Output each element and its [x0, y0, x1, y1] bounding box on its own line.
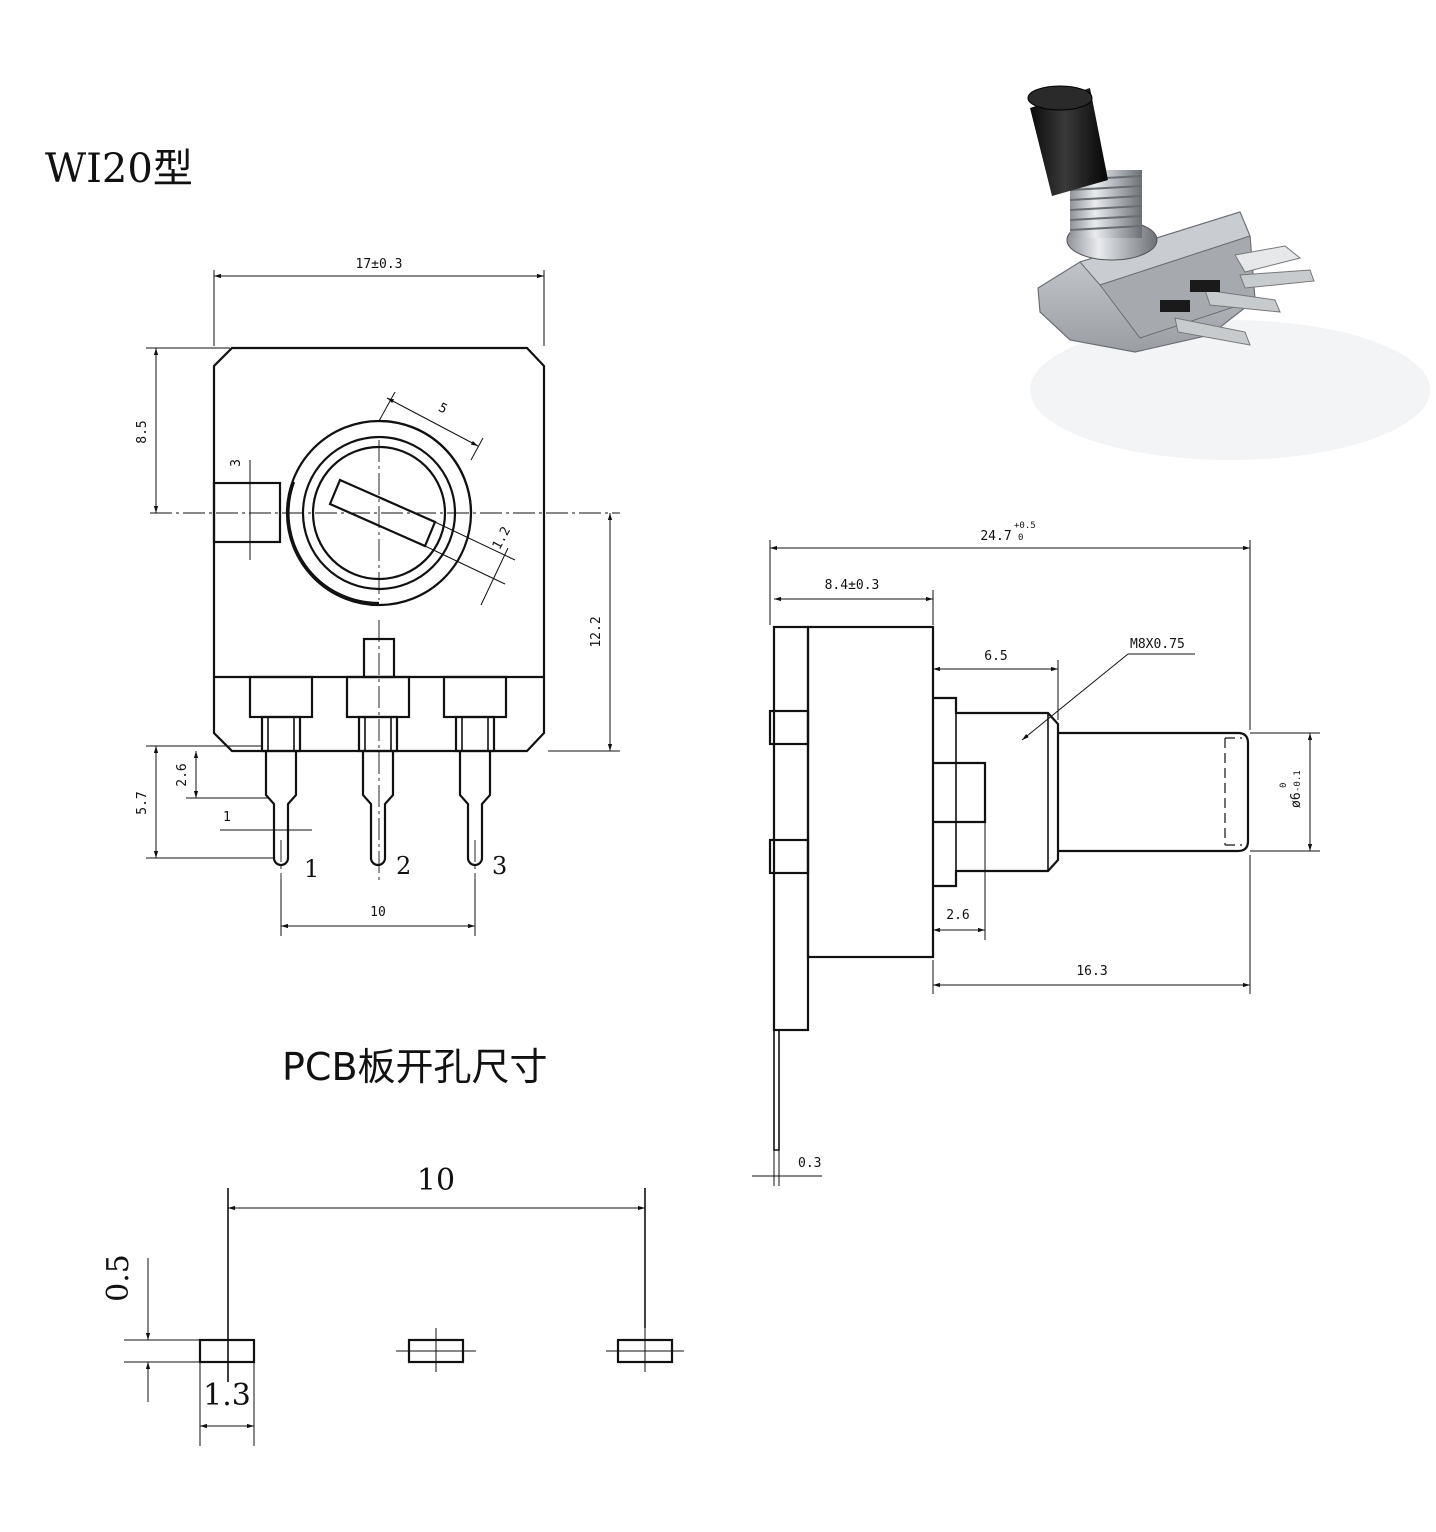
dim-slot-ring: 5: [436, 400, 450, 417]
body: [806, 625, 935, 959]
dim-shaft-diameter-tol-upper: 0: [1279, 783, 1289, 788]
front-view: [150, 346, 620, 880]
dim-height-top: 8.5: [135, 420, 150, 443]
dim-shaft-diameter-tol-lower: -0.1: [1293, 770, 1303, 792]
dim-body-depth: 8.4±0.3: [825, 578, 880, 593]
pcb-layout: 10 0.5 1.3: [101, 1163, 684, 1446]
shaft: [1058, 731, 1250, 853]
pcb-hole-1: [198, 1338, 256, 1364]
pcb-heading: PCB板开孔尺寸: [282, 1045, 548, 1089]
dim-width: 17±0.3: [356, 257, 403, 272]
pins: [264, 751, 492, 867]
pin-label-1: 1: [304, 855, 319, 883]
potentiometer-photo: [1027, 85, 1430, 460]
pin-label-3: 3: [492, 852, 507, 880]
pcb-dim-hole-height: 0.5: [101, 1254, 136, 1302]
dim-slot: 1.2: [490, 524, 514, 552]
dim-total-length-tol-lower: 0: [1018, 533, 1023, 543]
bushing: [933, 696, 1060, 888]
pin-label-2: 2: [396, 852, 411, 880]
dim-total-length: 24.7: [980, 529, 1011, 544]
side-view-dimensions: 24.7 +0.5 0 8.4±0.3 6.5 M8X0.75 ø6 0 -0.…: [752, 521, 1320, 1186]
dim-total-length-tol-upper: +0.5: [1014, 521, 1036, 531]
dim-bushing-length: 6.5: [984, 649, 1007, 664]
dim-shaft-length: 16.3: [1076, 964, 1107, 979]
pcb-dim-hole-width: 1.3: [203, 1378, 251, 1413]
dim-shoulder: 2.6: [946, 908, 969, 923]
dim-pin-width: 1: [223, 810, 231, 825]
dim-height-bottom: 12.2: [589, 616, 604, 647]
front-plate: [772, 625, 810, 1032]
dim-pin-pitch: 10: [370, 905, 386, 920]
dim-plate-thickness: 0.3: [798, 1156, 821, 1171]
dim-thread: M8X0.75: [1130, 637, 1185, 652]
dim-pin-shoulder: 2.6: [175, 763, 190, 786]
pcb-dim-pitch: 10: [417, 1163, 455, 1198]
mounting-tab: [212, 481, 282, 544]
side-view: [768, 625, 1250, 1151]
dim-pin-length: 5.7: [135, 791, 150, 814]
dim-shaft-diameter: ø6: [1289, 792, 1304, 808]
front-view-dimensions: 17±0.3 8.5 12.2 3 5 1.2 5.7 2.6 1 10 1 2…: [135, 257, 620, 936]
dim-tab: 3: [229, 459, 244, 467]
terminal-blocks: [248, 675, 508, 753]
model-title: WI20型: [45, 146, 193, 192]
